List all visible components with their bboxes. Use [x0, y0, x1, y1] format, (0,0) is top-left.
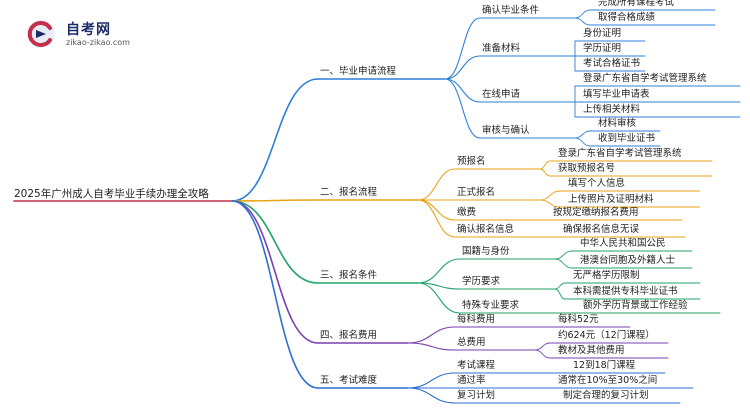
leaf-label: 教材及其他费用 [558, 345, 625, 356]
sub-label: 特殊专业要求 [462, 300, 520, 311]
sub-connector [407, 342, 456, 351]
root-title: 2025年广州成人自考毕业手续办理全攻略 [14, 188, 209, 200]
leaf-label: 额外学历背景或工作经验 [583, 300, 688, 311]
sub-connector [444, 78, 481, 103]
sub-label: 确认报名信息 [457, 224, 515, 235]
leaf-connector [574, 137, 591, 147]
sub-connector [417, 168, 456, 201]
sub-label: 考试课程 [457, 360, 496, 371]
sub-connector [407, 372, 456, 389]
sub-label: 在线申请 [482, 89, 521, 100]
branch-label: 三、报名条件 [320, 270, 378, 281]
sub-connector [417, 199, 456, 221]
leaf-connector [574, 9, 591, 19]
sub-label: 每科费用 [457, 314, 496, 325]
leaf-label: 本科需提供专科毕业证书 [573, 286, 678, 297]
leaf-label: 获取预报名号 [558, 163, 616, 174]
sub-connector [444, 17, 481, 80]
sub-label: 通过率 [457, 375, 486, 386]
site-logo[interactable]: 自考网 zikao-zikao.com [26, 17, 146, 51]
leaf-label: 每科52元 [558, 314, 599, 325]
sub-label: 正式报名 [457, 187, 496, 198]
leaf-label: 约624元（12门课程） [558, 330, 655, 341]
sub-label: 准备材料 [482, 43, 521, 54]
leaf-label: 收到毕业证书 [598, 133, 656, 144]
leaf-connector [539, 168, 551, 177]
sub-label: 学历要求 [462, 276, 501, 287]
logo-name: 自考网 [66, 22, 111, 38]
leaf-label: 学历证明 [583, 43, 622, 54]
leaf-label: 考试合格证书 [583, 58, 641, 69]
leaf-label: 材料审核 [598, 118, 637, 129]
leaf-label: 上传照片及证明材料 [568, 194, 654, 205]
leaf-label: 完成所有课程考试 [598, 0, 675, 8]
sub-connector [444, 78, 481, 139]
leaf-label: 无严格学历限制 [573, 270, 640, 281]
leaf-label: 登录广东省自学考试管理系统 [558, 148, 682, 159]
leaf-label: 登录广东省自学考试管理系统 [583, 73, 707, 84]
leaf-label: 填写个人信息 [568, 178, 626, 189]
leaf-label: 12到18门课程 [573, 360, 636, 371]
branch-connector [231, 199, 319, 202]
leaf-label: 制定合理的复习计划 [563, 390, 649, 401]
leaf-connector [539, 190, 561, 201]
sub-connector [417, 282, 461, 314]
leaf-label: 按规定缴纳报名费用 [553, 207, 639, 218]
sub-label: 缴费 [457, 207, 477, 218]
leaf-label: 通常在10%至30%之间 [558, 375, 658, 386]
leaf-connector [539, 160, 551, 170]
sub-label: 预报名 [457, 156, 486, 167]
branch-label: 四、报名费用 [320, 330, 378, 341]
leaf-label: 中华人民共和国公民 [580, 238, 666, 249]
leaf-connector [574, 130, 591, 139]
leaf-label: 港澳台同胞及外籍人士 [580, 255, 676, 266]
branch-label: 二、报名流程 [320, 187, 378, 198]
sub-connector [407, 387, 456, 404]
logo-emblem-icon [27, 20, 55, 48]
sub-label: 国籍与身份 [462, 246, 510, 257]
logo-url: zikao-zikao.com [66, 38, 130, 47]
leaf-connector [554, 258, 573, 269]
sub-connector [407, 326, 456, 344]
branch-connector [231, 200, 319, 344]
sub-label: 确认毕业条件 [482, 5, 540, 16]
leaf-connector [574, 17, 591, 26]
leaf-connector [554, 288, 566, 300]
sub-label: 审核与确认 [482, 125, 530, 136]
leaf-label: 取得合格成绩 [598, 12, 656, 23]
leaf-connector [554, 250, 573, 260]
sub-label: 总费用 [457, 337, 486, 348]
branch-label: 一、毕业申请流程 [320, 66, 397, 77]
leaf-connector [554, 282, 566, 290]
branch-connector [231, 200, 319, 389]
leaf-label: 确保报名信息无误 [563, 224, 640, 235]
branch-connector [231, 78, 319, 202]
leaf-connector [534, 349, 551, 359]
leaf-label: 身份证明 [583, 28, 622, 39]
sub-label: 复习计划 [457, 390, 496, 401]
sub-connector [444, 55, 481, 80]
sub-connector [417, 199, 456, 238]
branch-label: 五、考试难度 [320, 375, 378, 386]
leaf-label: 上传相关材料 [583, 104, 641, 115]
leaf-label: 填写毕业申请表 [583, 89, 650, 100]
leaf-connector [534, 342, 551, 351]
leaf-connector [539, 199, 561, 208]
branch-connector [231, 200, 319, 284]
sub-connector [417, 258, 461, 284]
